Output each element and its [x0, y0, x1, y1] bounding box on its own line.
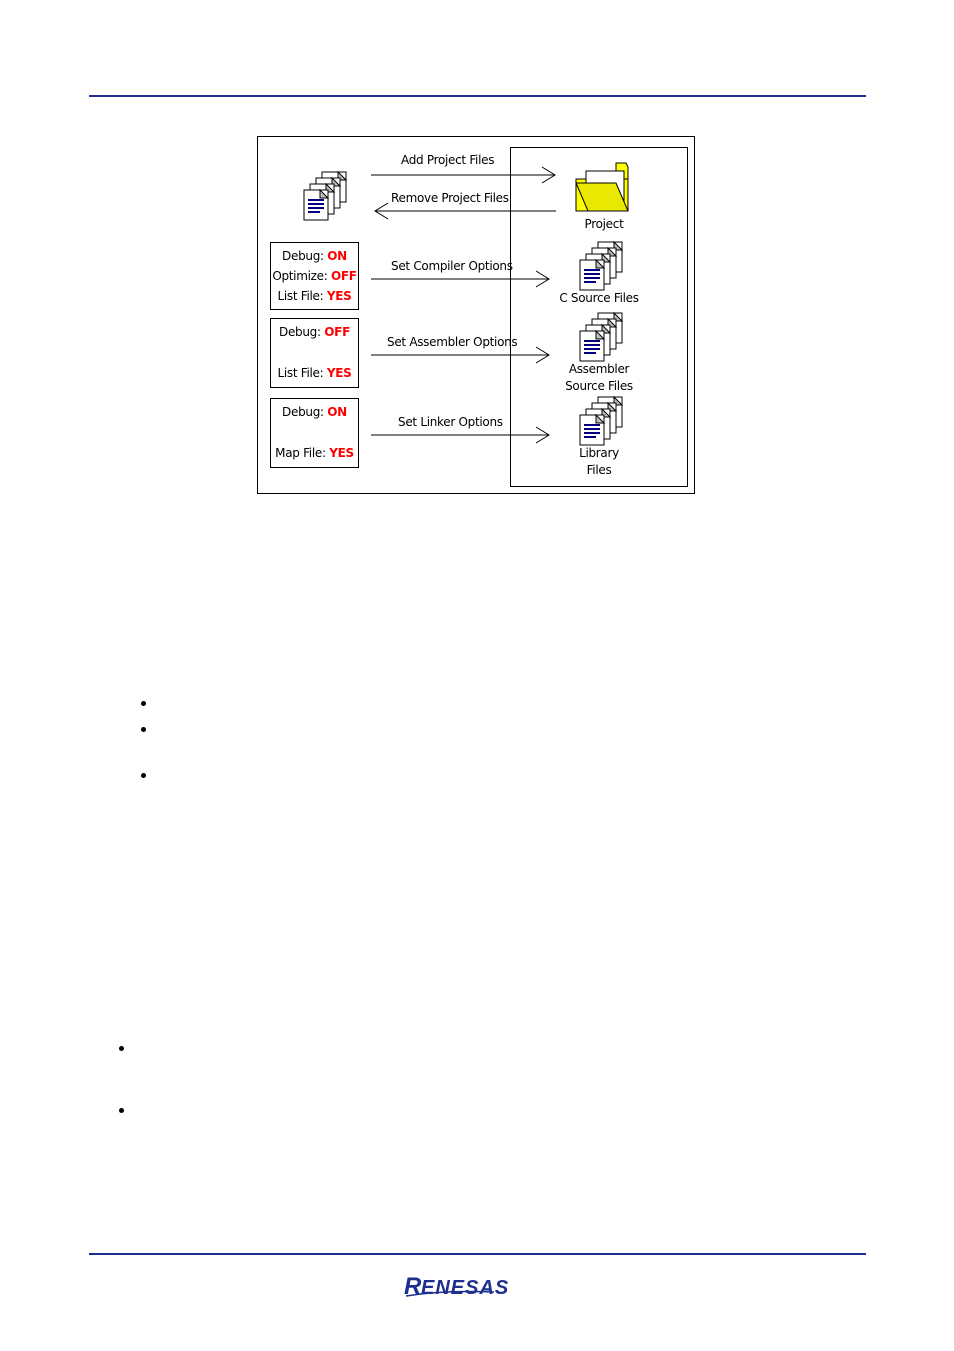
assembler-source-files-icon [580, 313, 622, 361]
compiler-listfile-option: List File: YES [277, 289, 352, 303]
linker-options-box: Debug: ON Map File: YES [270, 398, 359, 468]
compiler-debug-option: Debug: ON [282, 249, 347, 263]
workflow-diagram [258, 147, 688, 487]
remove-project-files-label: Remove Project Files [391, 191, 509, 205]
set-assembler-options-label: Set Assembler Options [387, 335, 518, 349]
library-files-icon [580, 397, 622, 445]
project-label: Project [584, 217, 624, 231]
footer-rule [89, 1253, 866, 1255]
assembler-label: Assembler [568, 362, 630, 376]
compiler-optimize-option: Optimize: OFF [272, 269, 357, 283]
assembler-debug-option: Debug: OFF [279, 325, 350, 339]
assembler-options-box: Debug: OFF List File: YES [270, 318, 359, 388]
list-bullet [141, 701, 146, 706]
source-files-icon [304, 172, 346, 220]
add-project-files-label: Add Project Files [401, 153, 495, 167]
list-bullet [141, 727, 146, 732]
linker-mapfile-option: Map File: YES [275, 446, 354, 460]
linker-debug-option: Debug: ON [282, 405, 347, 419]
library-files-label: Files [586, 463, 612, 477]
project-workflow-figure: Add Project Files Remove Project Files S… [257, 136, 695, 494]
project-container-box [510, 147, 688, 487]
set-compiler-options-label: Set Compiler Options [391, 259, 513, 273]
compiler-options-box: Debug: ON Optimize: OFF List File: YES [270, 242, 359, 310]
list-bullet [141, 773, 146, 778]
assembler-listfile-option: List File: YES [277, 366, 352, 380]
project-folder-icon [575, 162, 629, 212]
renesas-logo: R ENESAS [404, 1273, 509, 1298]
list-bullet [119, 1108, 124, 1113]
c-source-files-label: C Source Files [559, 291, 639, 305]
library-label: Library [579, 446, 619, 460]
add-files-arrowhead [541, 166, 556, 184]
svg-text:ENESAS: ENESAS [421, 1277, 509, 1298]
header-rule [89, 95, 866, 97]
c-source-files-icon [580, 242, 622, 290]
set-linker-options-label: Set Linker Options [398, 415, 503, 429]
list-bullet [119, 1046, 124, 1051]
assembler-source-files-label: Source Files [565, 379, 633, 393]
remove-files-arrowhead [374, 202, 389, 220]
svg-text:R: R [404, 1273, 422, 1298]
